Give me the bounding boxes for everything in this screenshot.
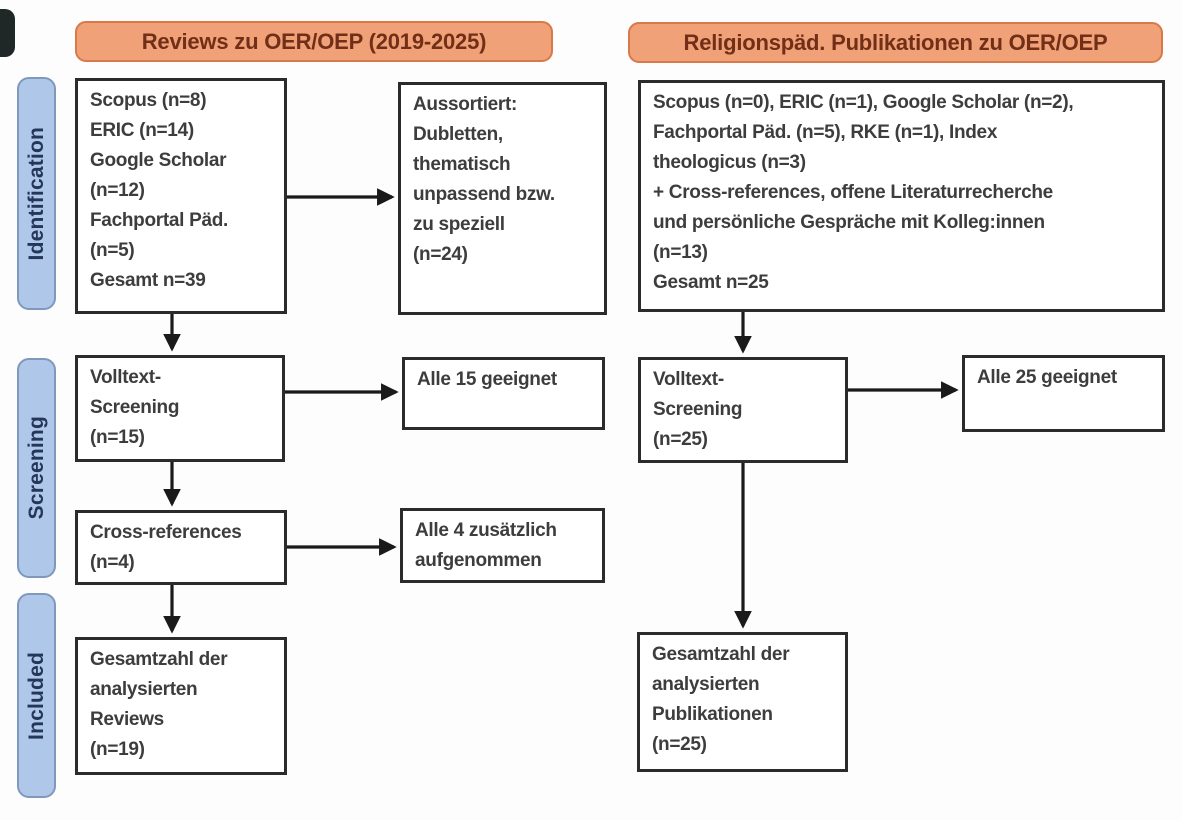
corner-image-fragment [0, 9, 15, 57]
box-excluded-records: Aussortiert: Dubletten, thematisch unpas… [398, 82, 607, 315]
stage-label-identification: Identification [17, 77, 56, 310]
box-identification-sources-publications: Scopus (n=0), ERIC (n=1), Google Scholar… [638, 80, 1165, 312]
stage-label-included: Included [17, 593, 56, 798]
box-fulltext-result-reviews: Alle 15 geeignet [402, 357, 605, 430]
stage-label-identification-text: Identification [24, 126, 48, 261]
box-fulltext-result-publications: Alle 25 geeignet [962, 355, 1165, 432]
box-included-total-reviews: Gesamtzahl der analysierten Reviews (n=1… [75, 637, 287, 775]
box-fulltext-screening-reviews: Volltext- Screening (n=15) [75, 355, 285, 462]
column-header-reviews: Reviews zu OER/OEP (2019-2025) [75, 21, 553, 62]
box-cross-references-result: Alle 4 zusätzlich aufgenommen [400, 508, 605, 583]
stage-label-screening: Screening [17, 358, 56, 578]
box-cross-references: Cross-references (n=4) [75, 510, 287, 585]
stage-label-screening-text: Screening [24, 416, 48, 520]
stage-label-included-text: Included [24, 651, 48, 740]
box-identification-sources-reviews: Scopus (n=8) ERIC (n=14) Google Scholar … [75, 78, 287, 314]
column-header-religionspaed: Religionspäd. Publikationen zu OER/OEP [628, 22, 1163, 63]
box-fulltext-screening-publications: Volltext- Screening (n=25) [638, 357, 848, 463]
box-included-total-publications: Gesamtzahl der analysierten Publikatione… [637, 632, 848, 772]
